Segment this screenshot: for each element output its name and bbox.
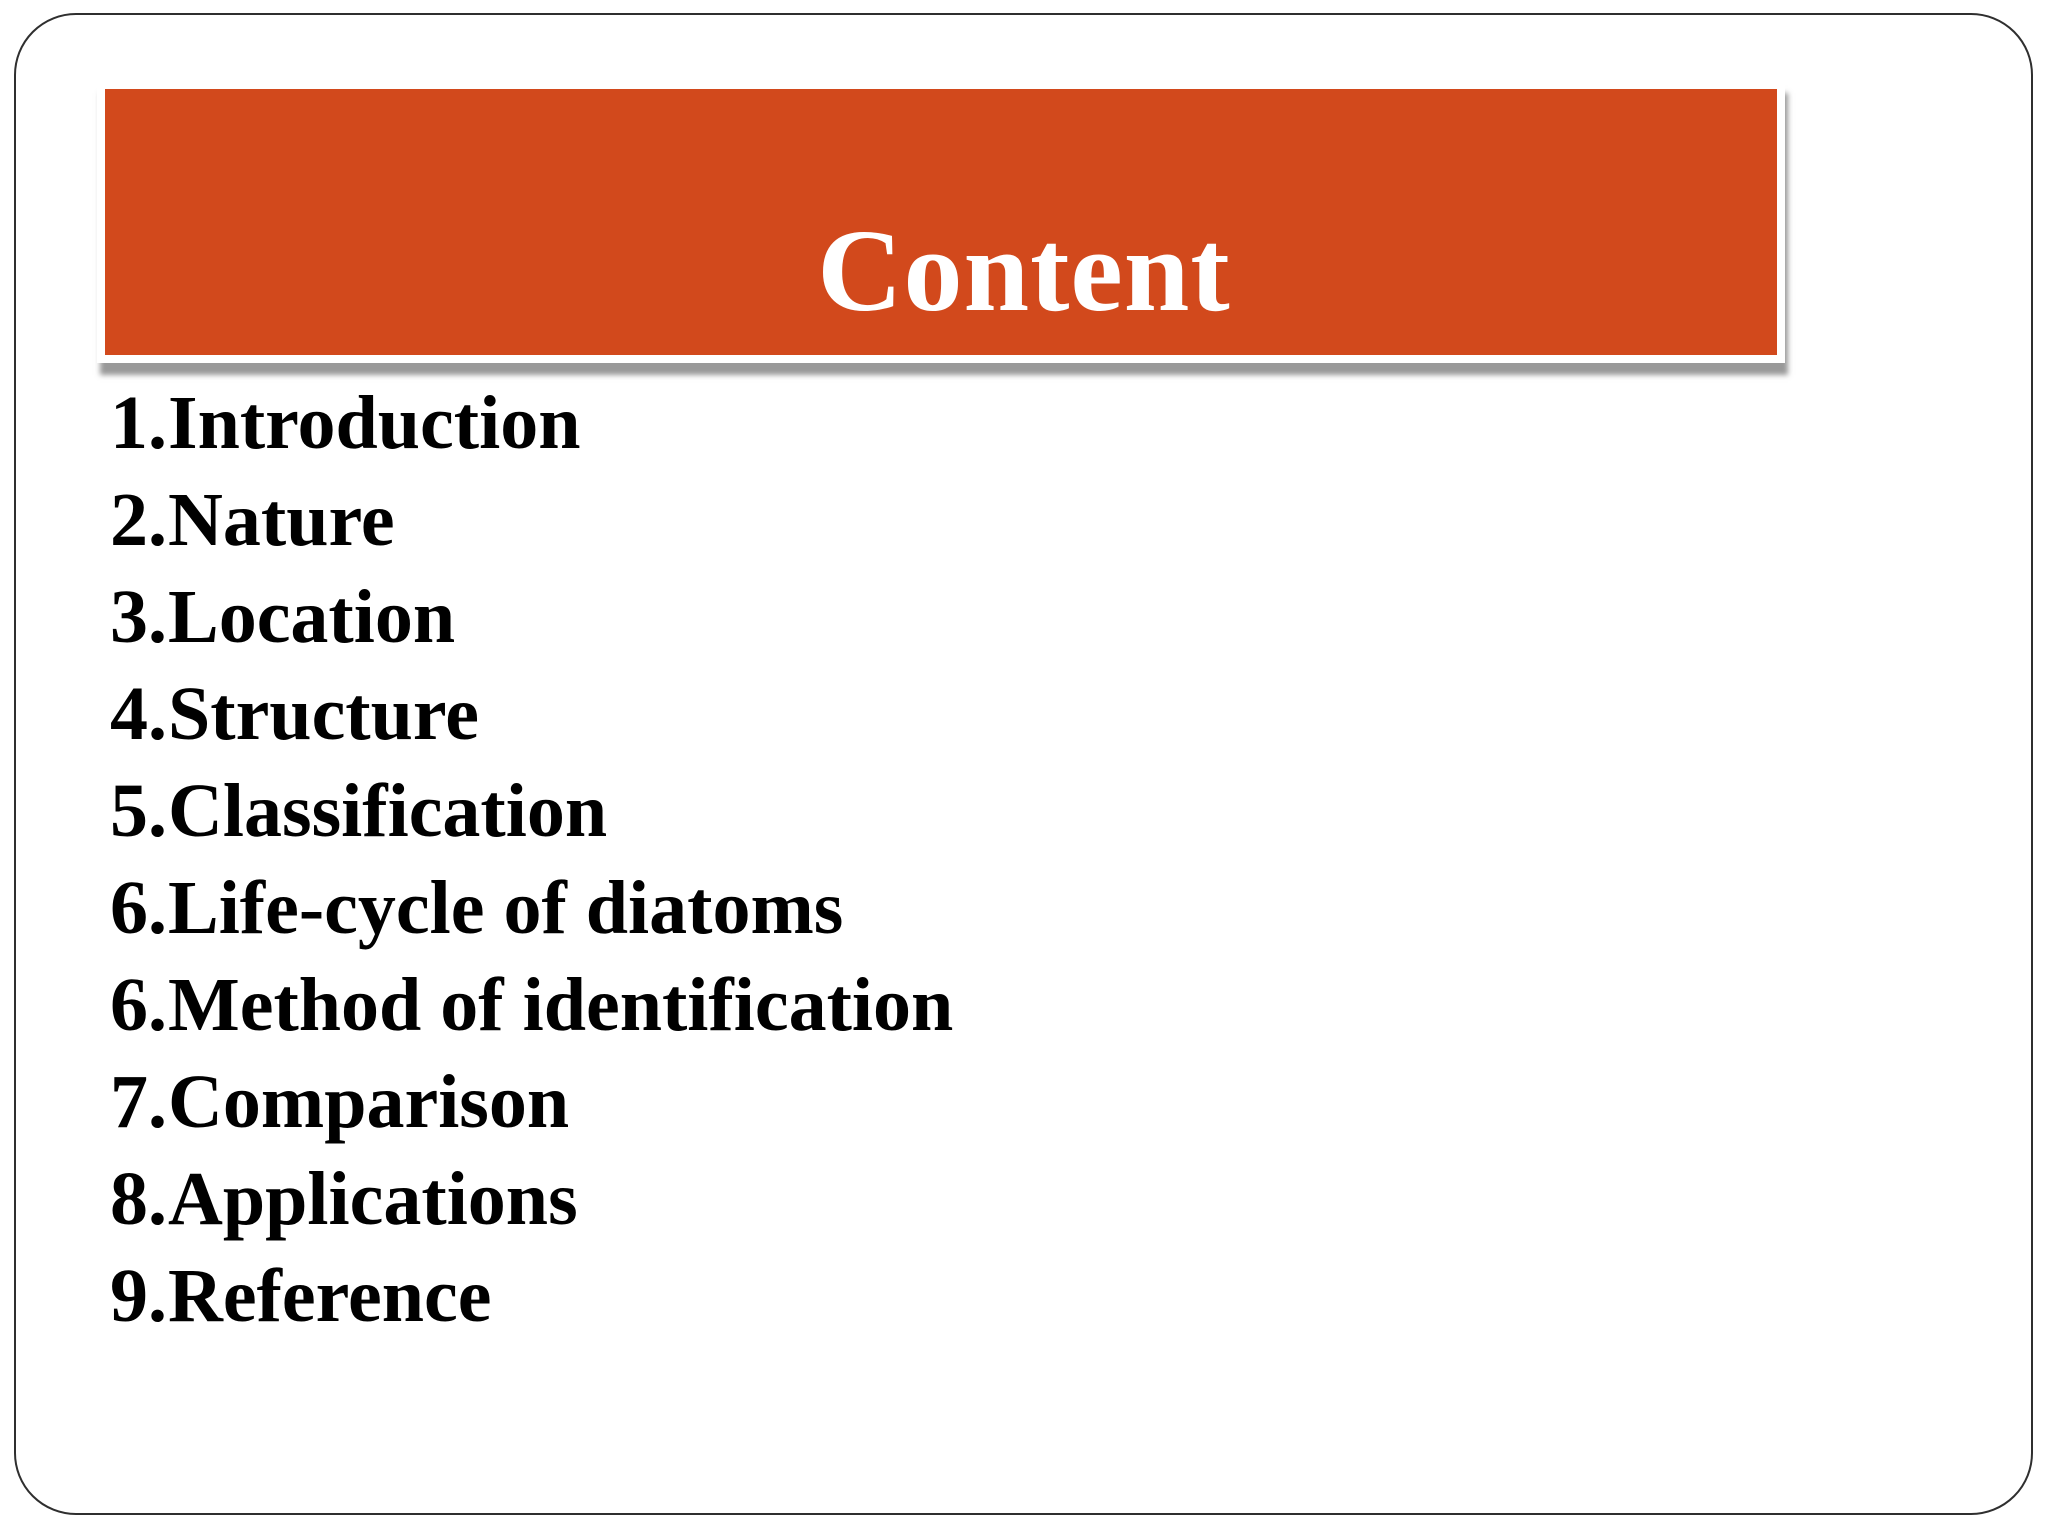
item-label: Structure xyxy=(168,672,479,756)
item-label: Introduction xyxy=(168,381,581,465)
item-number: 5. xyxy=(110,769,167,853)
slide-title: Content xyxy=(817,205,1231,336)
item-number: 6. xyxy=(110,963,167,1047)
item-number: 4. xyxy=(110,672,167,756)
item-number: 1. xyxy=(110,381,167,465)
item-number: 9. xyxy=(110,1254,167,1338)
list-item: 6. Method of identification xyxy=(110,957,953,1054)
list-item: 9. Reference xyxy=(110,1248,953,1345)
item-label: Reference xyxy=(168,1254,492,1338)
list-item: 3. Location xyxy=(110,569,953,666)
list-item: 5. Classification xyxy=(110,763,953,860)
item-label: Applications xyxy=(168,1157,578,1241)
item-label: Classification xyxy=(168,769,608,853)
list-item: 6. Life-cycle of diatoms xyxy=(110,860,953,957)
item-label: Method of identification xyxy=(168,963,954,1047)
list-item: 8. Applications xyxy=(110,1151,953,1248)
item-number: 6. xyxy=(110,866,167,950)
item-number: 8. xyxy=(110,1157,167,1241)
item-number: 3. xyxy=(110,575,167,659)
item-number: 2. xyxy=(110,478,167,562)
item-number: 7. xyxy=(110,1060,167,1144)
list-item: 2. Nature xyxy=(110,472,953,569)
list-item: 7. Comparison xyxy=(110,1054,953,1151)
item-label: Life-cycle of diatoms xyxy=(168,866,844,950)
list-item: 4. Structure xyxy=(110,666,953,763)
list-item: 1. Introduction xyxy=(110,375,953,472)
title-banner xyxy=(97,81,1785,363)
item-label: Location xyxy=(168,575,456,659)
item-label: Nature xyxy=(168,478,395,562)
item-label: Comparison xyxy=(168,1060,570,1144)
toc-list: 1. Introduction 2. Nature 3. Location 4.… xyxy=(110,375,953,1345)
